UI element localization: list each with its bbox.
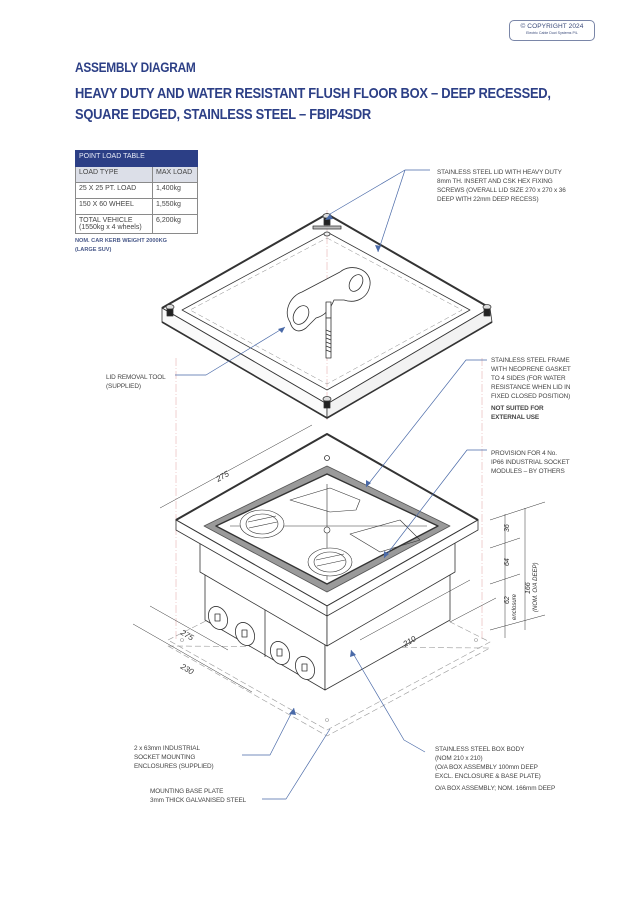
callout-line: 2 x 63mm INDUSTRIAL bbox=[134, 745, 200, 752]
callout-line: IP66 INDUSTRIAL SOCKET bbox=[491, 459, 570, 466]
callout-line: LID REMOVAL TOOL bbox=[106, 374, 166, 381]
fixing-screw-icon bbox=[312, 213, 342, 237]
leader-lines bbox=[175, 169, 487, 800]
callout-frame: STAINLESS STEEL FRAME WITH NEOPRENE GASK… bbox=[491, 356, 571, 422]
dim-enclosure-label: enclosure bbox=[512, 593, 518, 620]
company-name: Electric Cable Duct Systems P/L bbox=[526, 31, 578, 35]
callout-line: FIXED CLOSED POSITION) bbox=[491, 393, 571, 400]
kerb-weight-note: NOM. CAR KERB WEIGHT 2000KG (LARGE SUV) bbox=[75, 237, 167, 255]
callout-line: MODULES – BY OTHERS bbox=[491, 468, 565, 475]
callout-line: STAINLESS STEEL FRAME bbox=[491, 357, 570, 364]
dim-frame-width: 275 bbox=[214, 469, 231, 484]
callout-box-body: STAINLESS STEEL BOX BODY (NOM 210 x 210)… bbox=[435, 745, 555, 793]
note-line-2: (LARGE SUV) bbox=[75, 247, 112, 253]
cell-line-2: (1550kg x 4 wheels) bbox=[79, 224, 142, 231]
callout-line: STAINLESS STEEL BOX BODY bbox=[435, 746, 525, 753]
callout-line: PROVISION FOR 4 No. bbox=[491, 450, 557, 457]
cell-load-type: TOTAL VEHICLE (1550kg x 4 wheels) bbox=[75, 214, 153, 234]
box-body bbox=[175, 433, 479, 691]
callout-base-plate: MOUNTING BASE PLATE 3mm THICK GALVANISED… bbox=[150, 787, 246, 805]
callout-line: STAINLESS STEEL LID WITH HEAVY DUTY bbox=[437, 169, 562, 176]
fixing-screw-icon bbox=[482, 304, 492, 317]
callout-line: NOT SUITED FOR bbox=[491, 405, 544, 412]
header-max-load: MAX LOAD bbox=[152, 166, 198, 183]
socket-enclosure-icon bbox=[207, 606, 316, 680]
section-heading: ASSEMBLY DIAGRAM bbox=[75, 60, 196, 75]
dimension-lines bbox=[132, 424, 546, 693]
callout-line: EXTERNAL USE bbox=[491, 414, 540, 421]
table-title: POINT LOAD TABLE bbox=[75, 150, 198, 167]
callout-line: WITH NEOPRENE GASKET bbox=[491, 366, 571, 373]
callout-line: EXCL. ENCLOSURE & BASE PLATE) bbox=[435, 773, 541, 780]
arrow-heads bbox=[278, 214, 389, 715]
callout-line: SOCKET MOUNTING bbox=[134, 754, 196, 761]
frame-warning: NOT SUITED FOR EXTERNAL USE bbox=[491, 404, 571, 422]
dim-overall-label: (NOM. O/A DEEP) bbox=[533, 563, 539, 612]
callout-line: (NOM 210 x 210) bbox=[435, 755, 483, 762]
callout-line: 3mm THICK GALVANISED STEEL bbox=[150, 797, 247, 804]
note-line-1: NOM. CAR KERB WEIGHT 2000KG bbox=[75, 238, 167, 244]
cell-max-load: 6,200kg bbox=[152, 214, 198, 234]
title-line-1: HEAVY DUTY AND WATER RESISTANT FLUSH FLO… bbox=[75, 85, 551, 102]
callout-line: (SUPPLIED) bbox=[106, 383, 141, 390]
table-header-row: LOAD TYPE MAX LOAD bbox=[75, 166, 198, 183]
cell-line-1: TOTAL VEHICLE bbox=[79, 217, 133, 224]
title-line-2: SQUARE EDGED, STAINLESS STEEL – FBIP4SDR bbox=[75, 106, 372, 123]
callout-line: (O/A BOX ASSEMBLY 100mm DEEP bbox=[435, 764, 538, 771]
dim-overall-height: 166 bbox=[525, 582, 532, 594]
callout-line: MOUNTING BASE PLATE bbox=[150, 788, 224, 795]
callout-tool: LID REMOVAL TOOL (SUPPLIED) bbox=[106, 373, 166, 391]
callout-line: TO 4 SIDES (FOR WATER bbox=[491, 375, 566, 382]
header-load-type: LOAD TYPE bbox=[75, 166, 153, 183]
dim-base-depth: 230 bbox=[178, 661, 195, 676]
dim-lid-height: 36 bbox=[504, 524, 511, 532]
dim-box-height: 64 bbox=[504, 558, 511, 566]
fixing-screw-icon bbox=[165, 304, 175, 317]
callout-line: 8mm TH. INSERT AND CSK HEX FIXING bbox=[437, 178, 553, 185]
lid bbox=[161, 213, 493, 419]
callout-enclosures: 2 x 63mm INDUSTRIAL SOCKET MOUNTING ENCL… bbox=[134, 744, 214, 771]
socket-modules bbox=[230, 484, 427, 580]
callout-line: DEEP WITH 22mm DEEP RECESS) bbox=[437, 196, 539, 203]
table-title-row: POINT LOAD TABLE bbox=[75, 150, 198, 167]
callout-line: RESISTANCE WHEN LID IN bbox=[491, 384, 571, 391]
lid-removal-tool-icon bbox=[286, 267, 371, 359]
fixing-screw-icon bbox=[322, 396, 332, 409]
callout-line: ENCLOSURES (SUPPLIED) bbox=[134, 763, 214, 770]
point-load-table: POINT LOAD TABLE LOAD TYPE MAX LOAD 25 X… bbox=[75, 150, 198, 234]
copyright-badge: © COPYRIGHT 2024 Electric Cable Duct Sys… bbox=[509, 20, 595, 41]
table-row: TOTAL VEHICLE (1550kg x 4 wheels) 6,200k… bbox=[75, 214, 198, 234]
product-title: HEAVY DUTY AND WATER RESISTANT FLUSH FLO… bbox=[75, 83, 557, 125]
copyright-text: © COPYRIGHT 2024 bbox=[520, 23, 584, 30]
callout-modules: PROVISION FOR 4 No. IP66 INDUSTRIAL SOCK… bbox=[491, 449, 570, 476]
callout-line: SCREWS (OVERALL LID SIZE 270 x 270 x 36 bbox=[437, 187, 566, 194]
box-depth-note: O/A BOX ASSEMBLY; NOM. 166mm DEEP bbox=[435, 785, 556, 792]
dim-enclosure-height: 62 bbox=[504, 596, 511, 604]
callout-lid: STAINLESS STEEL LID WITH HEAVY DUTY 8mm … bbox=[437, 168, 566, 204]
